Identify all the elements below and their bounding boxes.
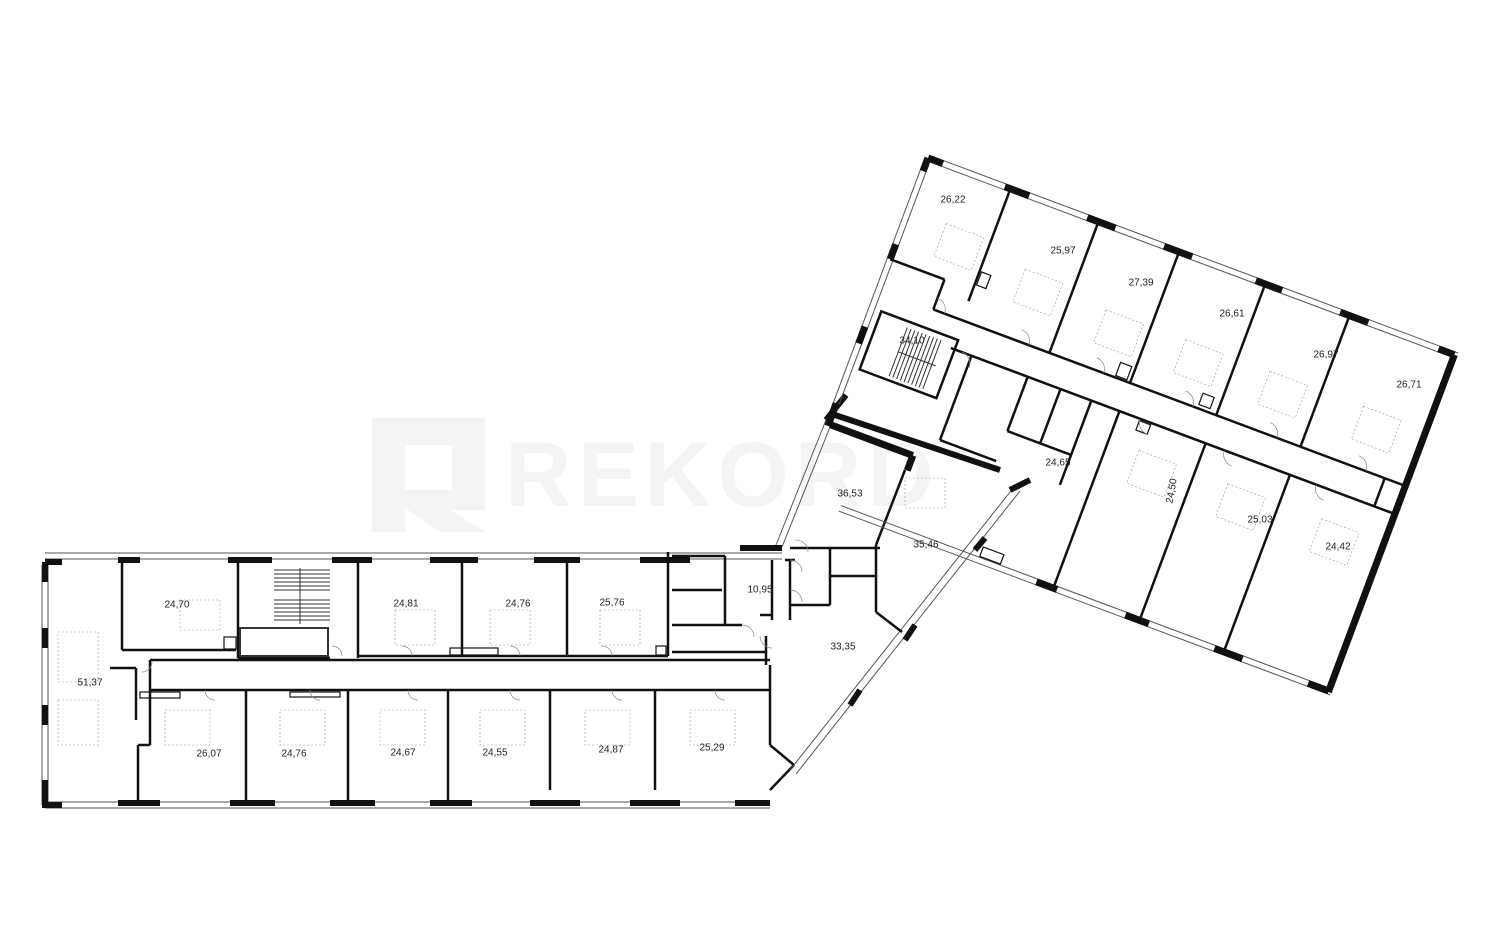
room-area-label: 51,37 <box>77 678 102 689</box>
room-area-label: 24,50 <box>1165 477 1180 504</box>
room-area-label: 24,76 <box>281 749 306 760</box>
room-labels: 51,37 24,70 24,81 24,76 25,76 10,95 26,0… <box>77 195 1421 760</box>
room-area-label: 24,87 <box>598 745 623 756</box>
room-area-label: 24,81 <box>393 599 418 610</box>
room-area-label: 25,29 <box>699 743 724 754</box>
upper-wing <box>824 154 1459 696</box>
room-area-label: 26,07 <box>196 749 221 760</box>
room-area-label: 36,53 <box>837 489 862 500</box>
room-area-label: 26,61 <box>1219 309 1244 320</box>
room-area-label: 24,76 <box>505 599 530 610</box>
room-area-label: 24,67 <box>390 748 415 759</box>
room-area-label: 24,42 <box>1325 542 1350 553</box>
room-area-label: 34,10 <box>899 336 924 347</box>
room-area-label: 10,95 <box>747 585 772 596</box>
room-area-label: 33,35 <box>830 642 855 653</box>
left-wing <box>41 545 795 809</box>
room-area-label: 24,70 <box>164 600 189 611</box>
room-area-label: 25,03 <box>1247 515 1272 526</box>
room-area-label: 24,65 <box>1045 458 1070 469</box>
room-area-label: 26,71 <box>1396 380 1421 391</box>
room-area-label: 24,55 <box>482 748 507 759</box>
room-area-label: 26,22 <box>940 195 965 206</box>
room-area-label: 25,97 <box>1050 246 1075 257</box>
room-area-label: 25,76 <box>599 598 624 609</box>
room-area-label: 26,97 <box>1313 350 1338 361</box>
watermark-logo-icon <box>372 418 485 532</box>
room-area-label: 35,46 <box>913 540 938 551</box>
room-area-label: 27,39 <box>1128 278 1153 289</box>
watermark: REKORD <box>372 418 940 532</box>
connector-wing <box>741 393 1032 775</box>
watermark-text: REKORD <box>505 424 940 526</box>
